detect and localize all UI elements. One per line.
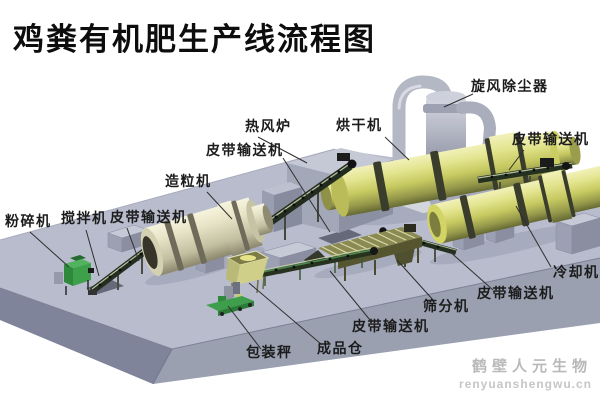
- granulator-drum: [140, 197, 274, 277]
- crusher-mixer-unit: [54, 255, 94, 295]
- label-cooler: 冷却机: [553, 265, 600, 281]
- label-cyclone-dust-collector: 旋风除尘器: [471, 79, 549, 95]
- page-title: 鸡粪有机肥生产线流程图: [13, 22, 376, 58]
- label-leader-lines: [29, 93, 552, 350]
- label-mixer: 搅拌机: [61, 211, 108, 227]
- watermark-company: 鹤壁人元生物: [471, 358, 592, 376]
- cooler-drum: [427, 164, 600, 244]
- label-crusher: 粉碎机: [5, 214, 52, 230]
- label-belt-conveyor-right: 皮带输送机: [477, 286, 555, 302]
- label-dryer: 烘干机: [336, 118, 383, 134]
- screening-machine: [304, 224, 422, 281]
- label-belt-conveyor-left: 皮带输送机: [110, 210, 188, 226]
- label-belt-conveyor-top-right: 皮带输送机: [512, 132, 590, 148]
- label-belt-conveyor-center: 皮带输送机: [206, 143, 284, 159]
- finished-product-bin: [226, 250, 270, 298]
- label-granulator: 造粒机: [165, 174, 212, 190]
- belt-conveyor-top-right: [477, 158, 573, 200]
- label-product-bin: 成品仓: [317, 341, 364, 357]
- label-screening-machine: 筛分机: [423, 299, 470, 315]
- watermark-website: renyuanshengwu.cn: [458, 377, 592, 391]
- watermark: 鹤壁人元生物 renyuanshengwu.cn: [459, 358, 592, 392]
- packing-scale: [206, 282, 254, 316]
- label-packing-scale: 包装秤: [246, 345, 293, 361]
- label-hot-air-furnace: 热风炉: [245, 119, 292, 135]
- label-belt-conveyor-bottom: 皮带输送机: [352, 319, 430, 335]
